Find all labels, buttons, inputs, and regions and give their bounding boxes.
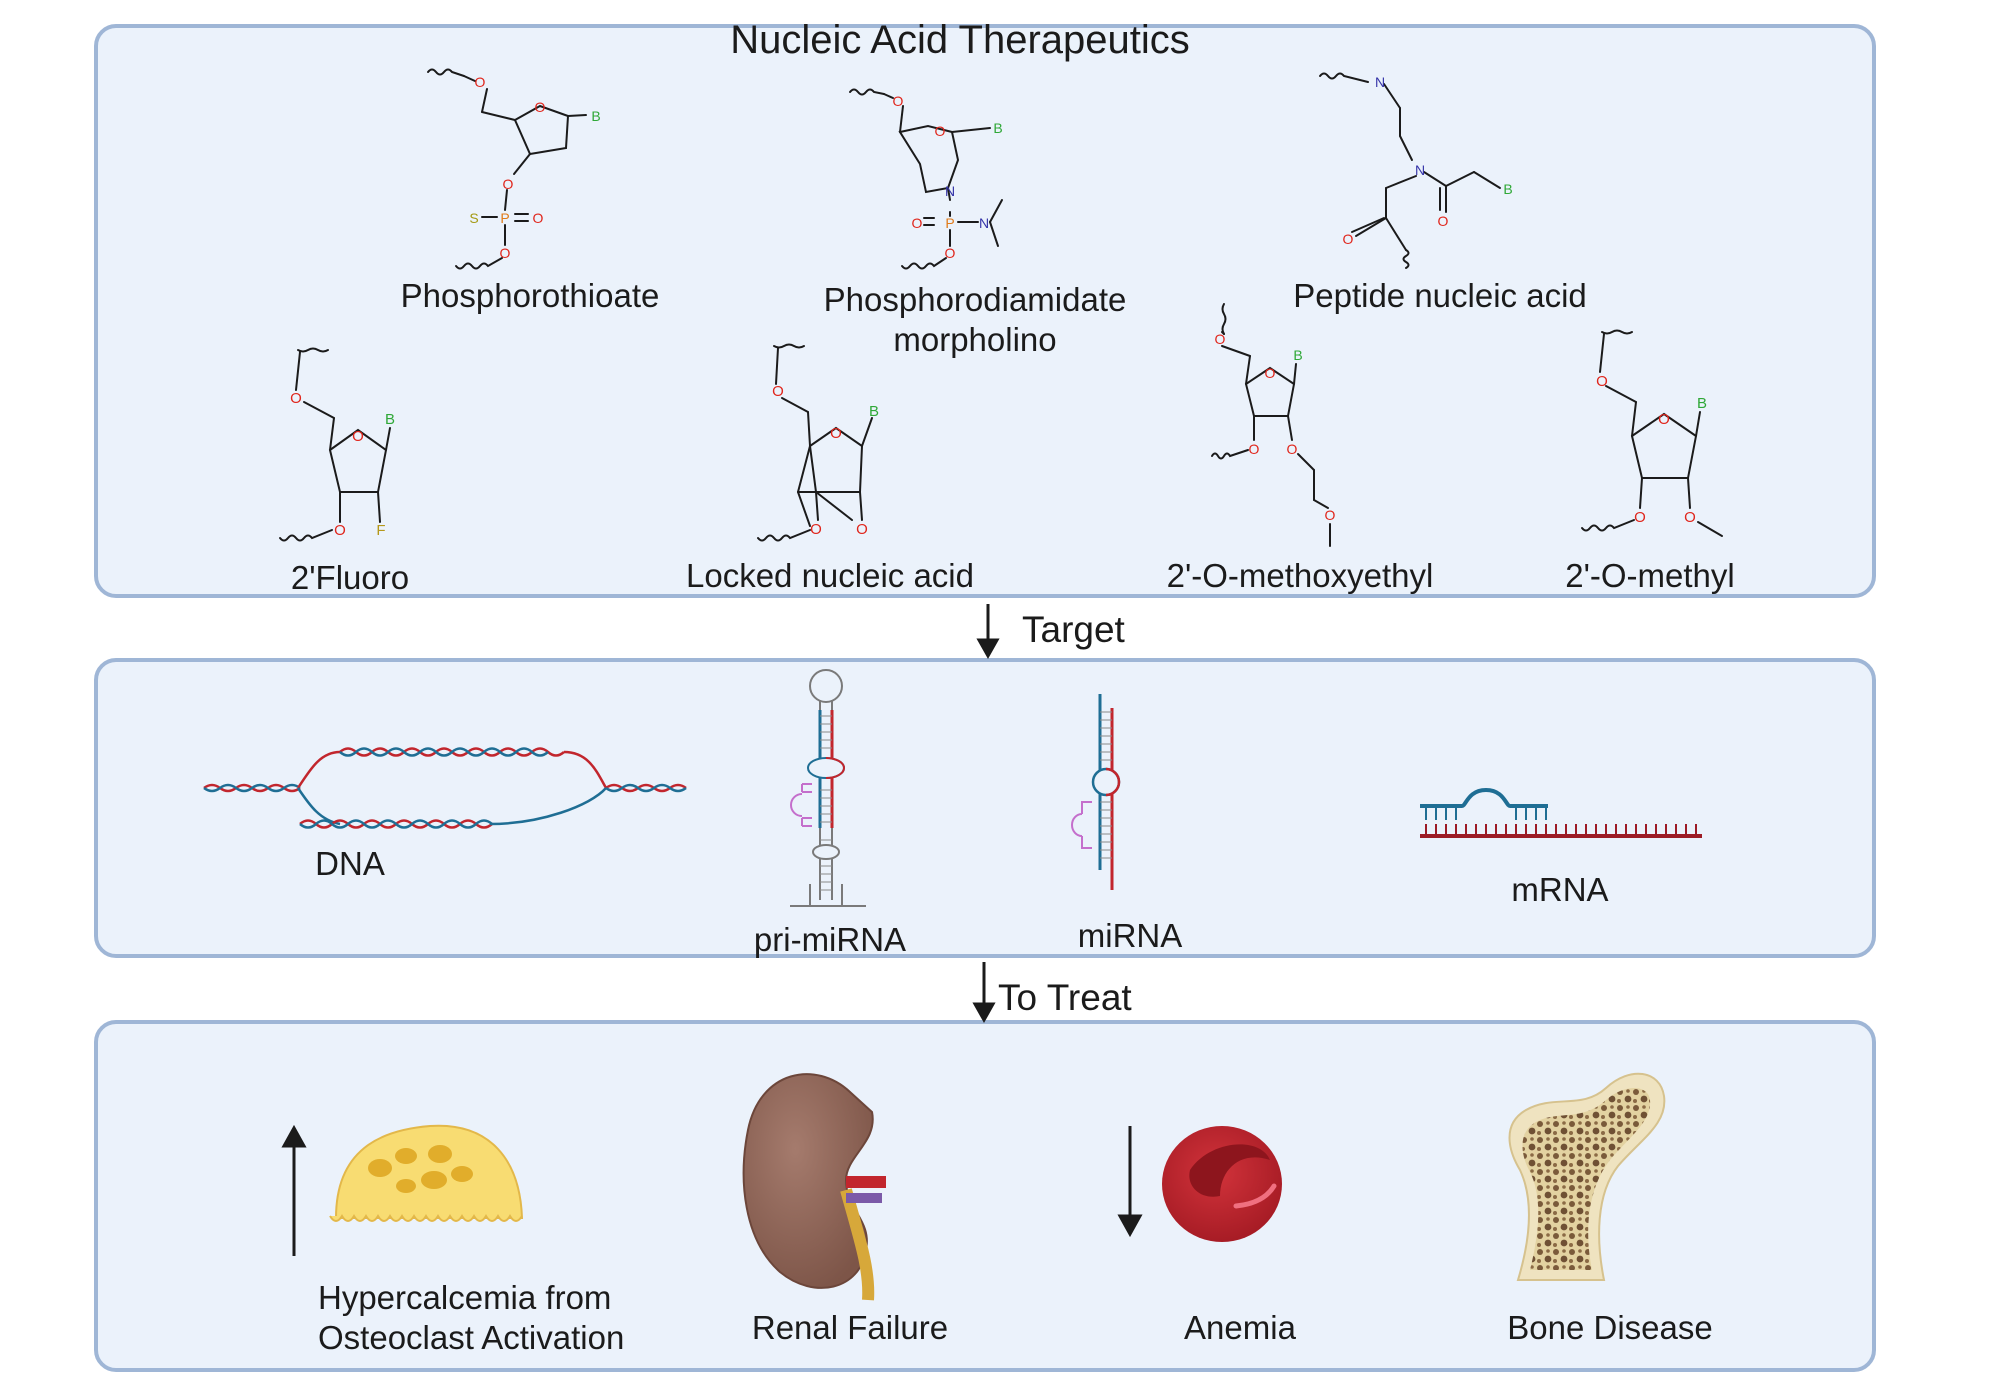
phosphorothioate-atoms: O O B O P S O O xyxy=(469,74,600,261)
moe-structure xyxy=(1211,303,1331,547)
ome-structure xyxy=(1581,329,1723,537)
mrna-graphic xyxy=(1420,787,1702,838)
dna-graphic xyxy=(203,747,687,829)
atom-o: O xyxy=(503,176,514,192)
atom-o: O xyxy=(1343,231,1354,247)
fluoro-structure xyxy=(279,347,391,542)
atom-b: B xyxy=(1697,395,1707,412)
label-lna: Locked nucleic acid xyxy=(685,557,974,594)
ome-atoms: O O B O O xyxy=(1596,373,1707,526)
atom-n: N xyxy=(1415,162,1425,178)
atom-b: B xyxy=(385,411,395,428)
atom-o: O xyxy=(1265,365,1276,381)
atom-o: O xyxy=(1658,411,1670,428)
atom-o: O xyxy=(475,74,486,90)
atom-o: O xyxy=(810,521,822,538)
arrow-target xyxy=(976,604,1000,660)
atom-p: P xyxy=(945,215,954,231)
atom-f: F xyxy=(376,522,385,539)
atom-o: O xyxy=(533,210,544,226)
down-arrow-icon xyxy=(1117,1126,1143,1238)
label-2-fluoro: 2'Fluoro xyxy=(290,559,410,596)
label-mirna: miRNA xyxy=(1077,917,1183,954)
atom-b: B xyxy=(1503,181,1512,197)
pna-structure xyxy=(1319,72,1501,269)
label-dna: DNA xyxy=(315,845,385,882)
up-arrow-icon xyxy=(281,1124,307,1256)
atom-o: O xyxy=(1684,509,1696,526)
label-hypercalcemia-line2: Osteoclast Activation xyxy=(318,1319,625,1356)
arrow-treat xyxy=(972,962,996,1024)
pna-atoms: N N O O B xyxy=(1343,74,1513,247)
atom-o: O xyxy=(352,428,364,445)
kidney-graphic xyxy=(742,1073,886,1301)
atom-n: N xyxy=(1375,74,1385,90)
atom-o: O xyxy=(1287,441,1298,457)
atom-o: O xyxy=(290,390,302,407)
atom-o: O xyxy=(1634,509,1646,526)
label-renal-failure: Renal Failure xyxy=(751,1309,949,1346)
atom-o: O xyxy=(1325,507,1336,523)
atom-o: O xyxy=(856,521,868,538)
fluoro-atoms: O O B O F xyxy=(290,390,395,539)
phosphorothioate-structure xyxy=(427,68,587,270)
connector-label-target: Target xyxy=(1022,609,1125,650)
label-pmo-line1: Phosphorodiamidate xyxy=(823,281,1127,318)
atom-o: O xyxy=(1596,373,1608,390)
atom-o: O xyxy=(500,245,511,261)
label-moe: 2'-O-methoxyethyl xyxy=(1166,557,1434,594)
label-pri-mirna: pri-miRNA xyxy=(753,921,907,958)
label-hypercalcemia-line1: Hypercalcemia from xyxy=(318,1279,612,1316)
red-blood-cell-graphic xyxy=(1162,1126,1282,1242)
label-mrna: mRNA xyxy=(1511,871,1609,908)
atom-n: N xyxy=(979,215,989,231)
atom-o: O xyxy=(935,123,946,139)
atom-b: B xyxy=(591,108,600,124)
pmo-atoms: O O B N P N O O xyxy=(893,93,1003,261)
atom-p: P xyxy=(500,210,509,226)
atom-o: O xyxy=(893,93,904,109)
lna-structure xyxy=(757,343,873,542)
atom-s: S xyxy=(469,210,478,226)
bone-graphic xyxy=(1508,1072,1666,1281)
atom-b: B xyxy=(993,120,1002,136)
atom-b: B xyxy=(869,403,879,420)
atom-o: O xyxy=(334,522,346,539)
lna-atoms: O O B O O xyxy=(772,383,879,538)
atom-o: O xyxy=(945,245,956,261)
atom-o: O xyxy=(535,99,546,115)
atom-n: N xyxy=(945,183,955,199)
pmo-structure xyxy=(849,88,1003,270)
mirna-graphic xyxy=(1071,694,1121,890)
pri-mirna-graphic xyxy=(790,669,866,907)
therapeutics-panel xyxy=(94,24,1876,598)
target-panel xyxy=(94,658,1876,958)
atom-o: O xyxy=(1438,213,1449,229)
atom-b: B xyxy=(1293,347,1302,363)
atom-o: O xyxy=(830,425,842,442)
atom-o: O xyxy=(772,383,784,400)
label-anemia: Anemia xyxy=(1184,1309,1296,1346)
atom-o: O xyxy=(912,215,923,231)
moe-atoms: O O B O O O xyxy=(1215,331,1336,523)
label-pna: Peptide nucleic acid xyxy=(1293,277,1587,314)
label-phosphorothioate: Phosphorothioate xyxy=(400,277,660,314)
connector-label-to-treat: To Treat xyxy=(998,977,1132,1018)
label-pmo-line2: morpholino xyxy=(893,321,1057,358)
atom-o: O xyxy=(1215,331,1226,347)
osteoclast-graphic xyxy=(329,1124,524,1222)
label-ome: 2'-O-methyl xyxy=(1565,557,1735,594)
title-nucleic-acid-therapeutics: Nucleic Acid Therapeutics xyxy=(730,18,1190,62)
label-bone-disease: Bone Disease xyxy=(1507,1309,1713,1346)
atom-o: O xyxy=(1249,441,1260,457)
